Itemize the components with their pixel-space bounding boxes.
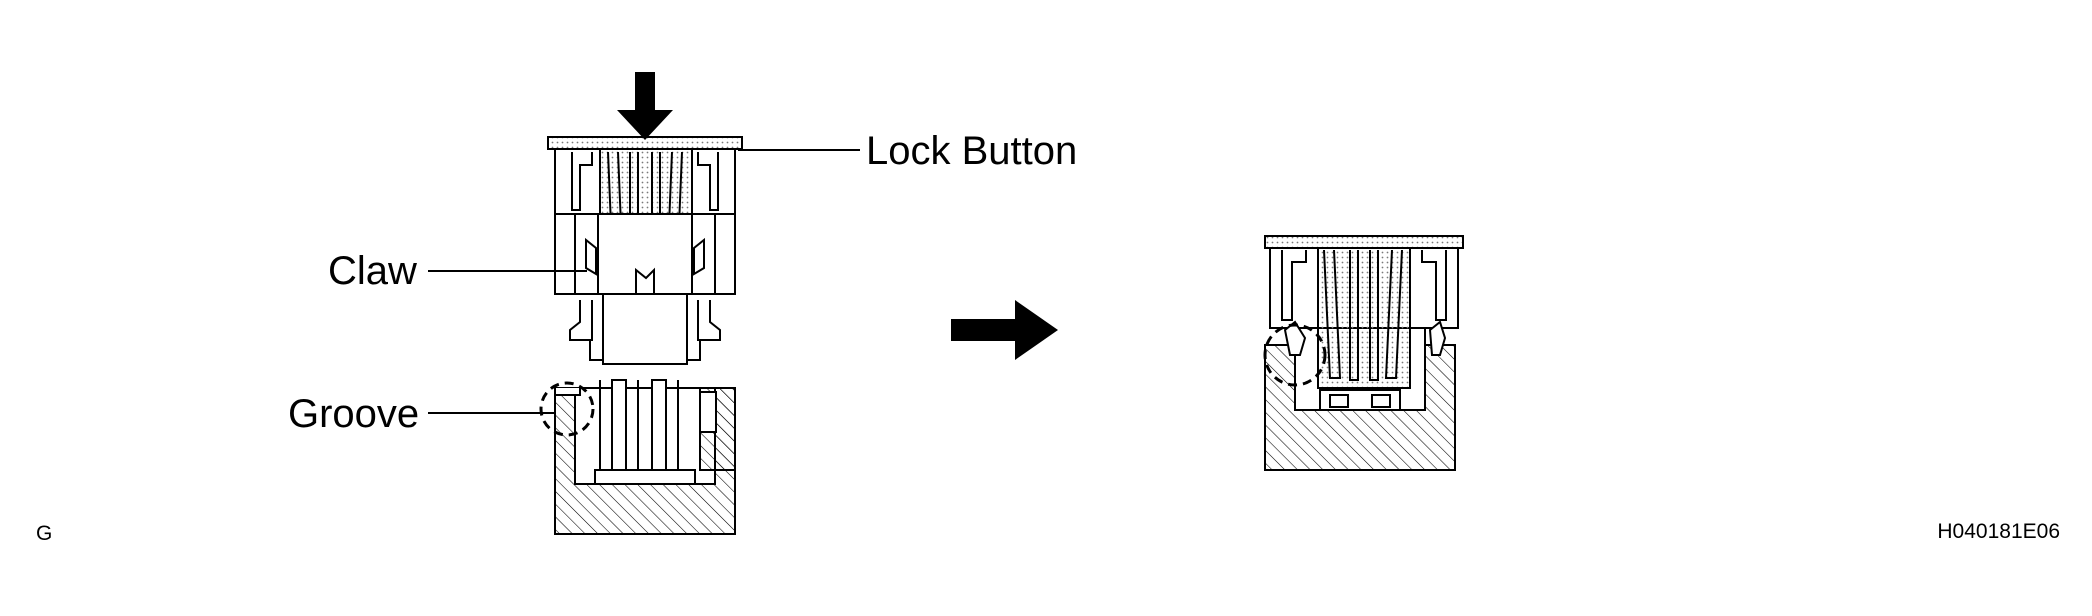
figure-code: H040181E06 [1937, 520, 2060, 543]
before-assembly [539, 72, 743, 535]
arrow-down-icon [617, 72, 673, 140]
corner-mark: G [36, 522, 52, 545]
engaged-claw-highlight [1263, 323, 1327, 387]
groove-label: Groove [288, 392, 419, 436]
after-assembly [1264, 235, 1464, 471]
lock-button-label: Lock Button [866, 129, 1077, 173]
arrow-right-icon [951, 300, 1058, 360]
groove-highlight [539, 381, 595, 437]
lock-button-part [547, 136, 743, 365]
claw [585, 237, 597, 276]
claw-label: Claw [328, 249, 417, 293]
socket-part [554, 379, 736, 535]
